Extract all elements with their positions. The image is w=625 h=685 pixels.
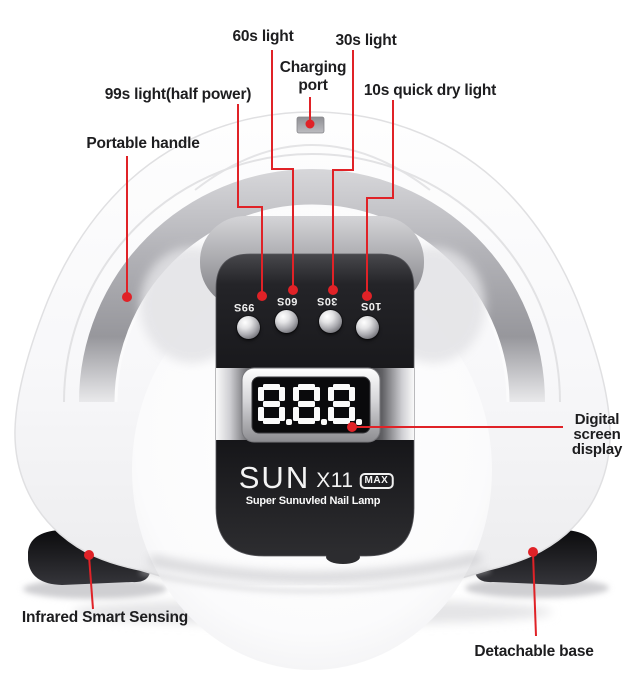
callout-99s-light: 99s light(half power) [104,86,252,103]
timer-button-label-10s: 10S [360,300,382,312]
timer-button-10s [356,316,379,339]
timer-button-label-30s: 30S [316,295,338,307]
handle-seam [63,153,561,403]
handle-arch-highlight [114,204,510,403]
panel-notch [326,550,360,564]
timer-button-label-99s: 99S [233,301,255,313]
led-display [258,384,364,425]
timer-button-99s [237,316,260,339]
callout-10s-light: 10s quick dry light [363,82,497,99]
brand-row: SUN X11 MAX [238,460,394,495]
brand-model: X11 [316,469,354,492]
brand-tagline: Super Sunuvled Nail Lamp [245,495,381,507]
brand-badge: MAX [359,473,394,489]
charging-port [296,116,325,134]
callout-detachable-base: Detachable base [474,643,594,660]
bottom-shade [148,553,482,583]
brand-name: SUN [238,460,311,495]
timer-button-30s [319,310,342,333]
callout-digital-screen: Digital screen display [571,411,623,458]
callout-30s-light: 30s light [335,32,397,49]
callout-charging-port: Charging port [279,59,347,94]
bottom-lip-line [139,568,491,593]
timer-button-label-60s: 60S [276,295,298,307]
handle-arch [79,169,545,402]
callout-portable-handle: Portable handle [86,135,200,152]
callout-60s-light: 60s light [232,28,294,45]
timer-button-60s [275,310,298,333]
callout-infrared: Infrared Smart Sensing [21,609,189,626]
